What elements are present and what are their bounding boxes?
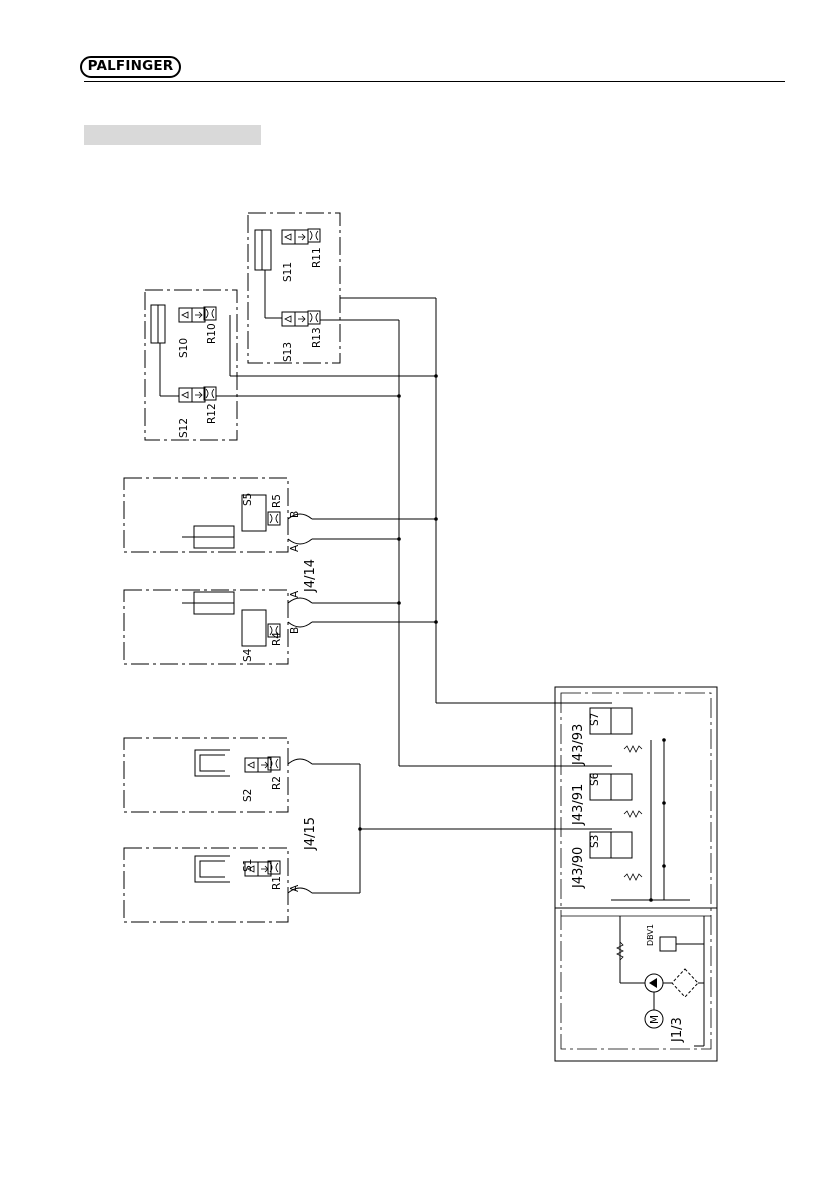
actuator-box-s11-s13	[248, 213, 340, 363]
label-r11: R11	[311, 247, 323, 268]
actuator-box-s10-s12	[145, 290, 237, 440]
label-j43-90: J43/90	[571, 847, 586, 889]
label-j1-3: J1/3	[670, 1017, 685, 1043]
label-s7: S7	[589, 713, 601, 726]
label-r13: R13	[311, 327, 323, 348]
label-s11: S11	[282, 262, 294, 282]
label-r4: R4	[271, 632, 283, 646]
actuator-box-s2	[124, 738, 288, 812]
actuator-box-s5	[124, 478, 288, 552]
label-r2: R2	[271, 776, 283, 790]
label-s12: S12	[178, 418, 190, 438]
label-r10: R10	[206, 323, 218, 344]
label-port-a-top: A	[289, 544, 301, 552]
label-j4-15: J4/15	[303, 817, 318, 851]
actuator-box-s1	[124, 848, 288, 922]
junction-dots	[358, 374, 666, 902]
label-s1: S1	[242, 859, 254, 872]
label-r1: R1	[271, 876, 283, 890]
label-dbv1: DBV1	[646, 924, 655, 946]
label-s13: S13	[282, 342, 294, 362]
label-r12: R12	[206, 403, 218, 424]
label-r5: R5	[271, 494, 283, 508]
label-s3: S3	[589, 835, 601, 848]
label-s10: S10	[178, 338, 190, 358]
label-s4: S4	[242, 648, 254, 662]
label-s6: S6	[589, 772, 601, 786]
label-j43-93: J43/93	[571, 724, 586, 766]
component-labels: S10 R10 S12 R12 S11 R11 S13 R13 S5 R5 B …	[178, 247, 685, 1043]
hydraulic-lines	[216, 298, 612, 893]
label-port-a-low: A	[289, 884, 301, 892]
label-motor: M	[649, 1015, 661, 1024]
label-s5: S5	[242, 493, 254, 506]
label-j4-14: J4/14	[303, 559, 318, 593]
actuator-box-s4	[124, 590, 288, 664]
label-port-b-top: B	[289, 511, 301, 518]
label-port-a-mid: A	[289, 590, 301, 598]
label-s2: S2	[242, 789, 254, 802]
label-j43-91: J43/91	[571, 784, 586, 826]
label-port-b-mid: B	[289, 627, 301, 634]
